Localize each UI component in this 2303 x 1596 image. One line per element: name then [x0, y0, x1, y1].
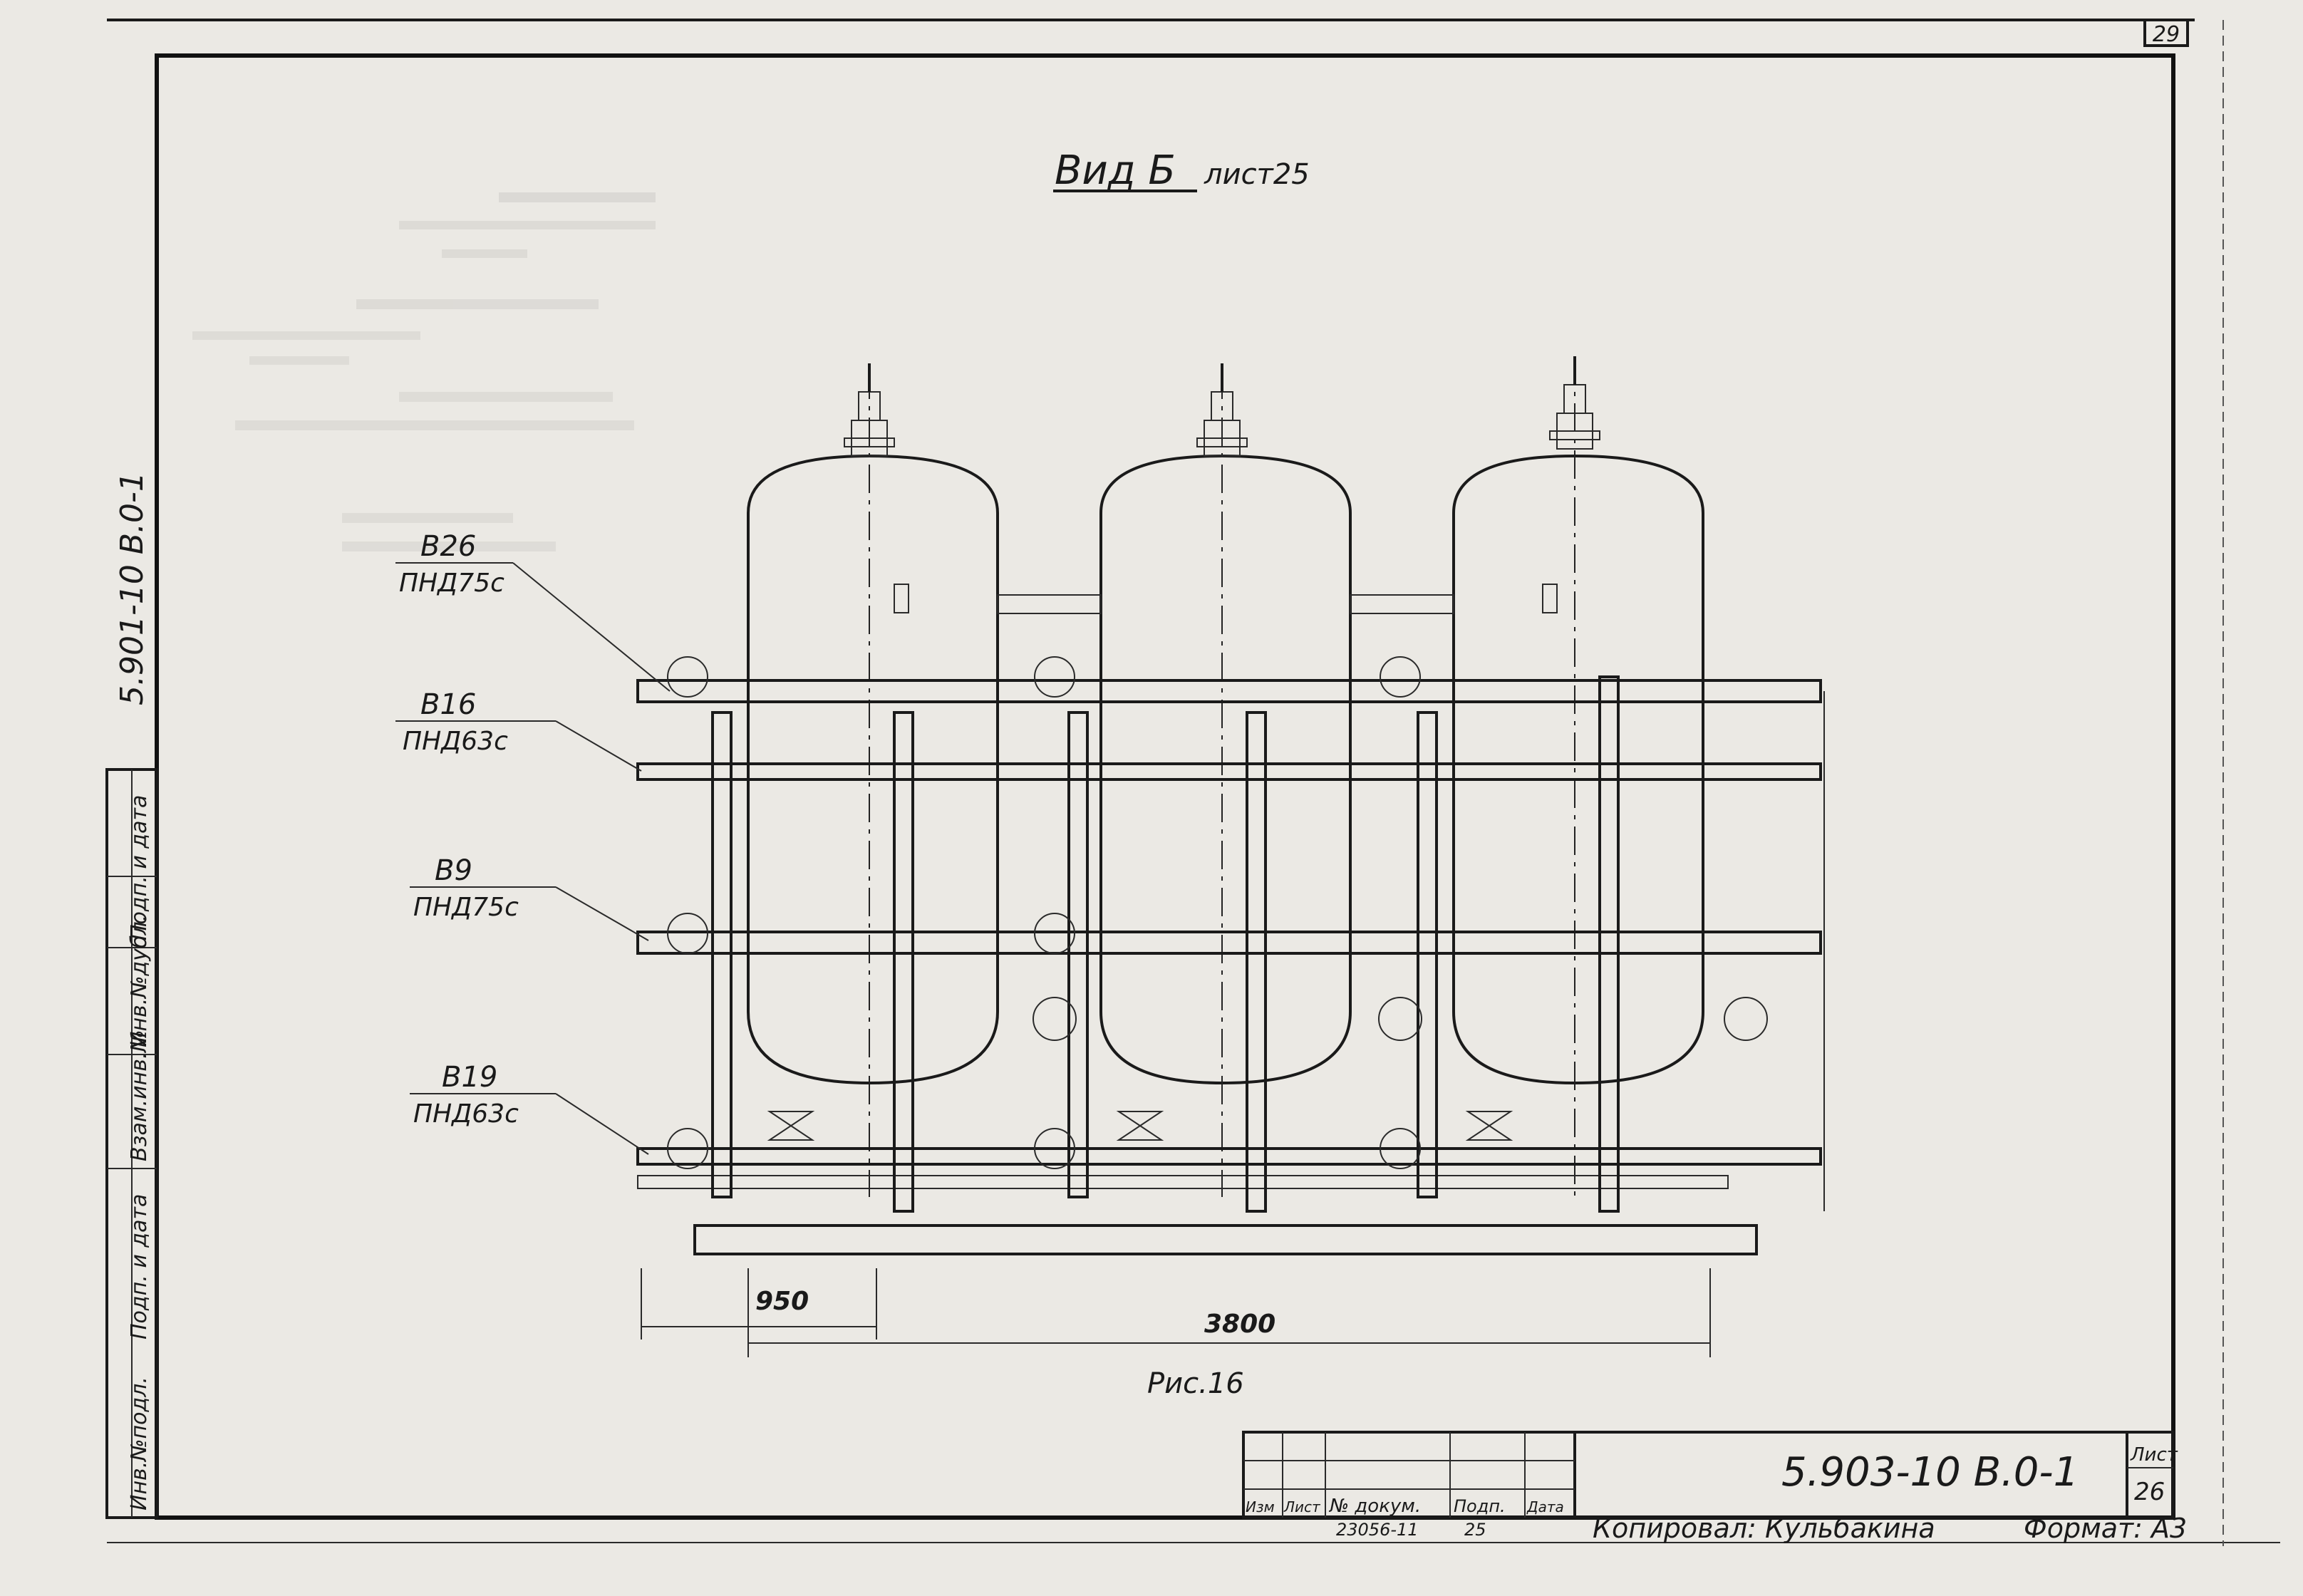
nozzle-connector [1350, 594, 1454, 614]
stamp-field: Инв.№дубл. [127, 915, 152, 1047]
vessel-1 [747, 363, 999, 1197]
vessel-2 [1099, 363, 1352, 1197]
stamp-field: Инв.№подл. [127, 1377, 152, 1510]
figure-caption: Рис.16 [1147, 1367, 1244, 1400]
pipe-code: В26 [420, 530, 476, 563]
base-frame [693, 1224, 1758, 1255]
title-block: Изм Лист № докум. Подп. Дата 5.903-10 В.… [1242, 1431, 2178, 1519]
pipe-code: В9 [435, 854, 472, 887]
stamp-field: Подп. и дата [127, 795, 152, 940]
tb-col: № докум. [1328, 1496, 1421, 1517]
filter-assembly-drawing [636, 356, 1825, 1255]
bottom-valves [767, 997, 1768, 1141]
dimension-overall: 3800 [1204, 1310, 1275, 1339]
pipe-label-leaders [395, 562, 671, 1155]
pipe-label-b9: В9 ПНД75с [413, 854, 519, 922]
tb-sheet-label: Лист [2130, 1444, 2178, 1466]
pipe-code: В19 [442, 1061, 497, 1094]
left-doc-code: 5.901-10 В.0-1 [114, 472, 150, 705]
tb-designation: 5.903-10 В.0-1 [1781, 1449, 2079, 1496]
view-title-text: Вид Б [1055, 147, 1176, 194]
vessel-3 [1452, 356, 1704, 1197]
view-title: Вид Б лист25 [1053, 147, 1310, 194]
pipe-flanges [667, 656, 1421, 1169]
tb-col: Подп. [1454, 1496, 1506, 1516]
tb-doc-number: 23056-11 [1336, 1520, 1419, 1540]
dimension-left: 950 [755, 1287, 809, 1316]
vertical-collectors [711, 675, 1620, 1213]
nozzle-connector [997, 594, 1102, 614]
view-sheet-ref: лист25 [1204, 158, 1310, 191]
bleed-through-marks [192, 192, 656, 551]
tb-col: Изм [1246, 1498, 1275, 1515]
tb-copied-by: Копировал: Кульбакина [1593, 1513, 1935, 1544]
stamp-field: Подп. и дата [127, 1194, 152, 1340]
pipe-code: В16 [420, 688, 476, 721]
pipe-spec: ПНД63с [413, 1099, 519, 1129]
pipe-spec: ПНД63с [403, 727, 508, 756]
tb-col: Лист [1283, 1498, 1321, 1515]
pipe-spec: ПНД75с [413, 893, 519, 922]
tb-doc-sheet: 25 [1464, 1520, 1486, 1540]
pipe-label-b16: В16 ПНД63с [403, 688, 508, 756]
left-stamp-strip: Инв.№подл. Подп. и дата Взам.инв.№ Инв.№… [105, 472, 158, 1519]
sheet-corner-number: 29 [2153, 22, 2180, 47]
dimension-lines: 950 3800 [641, 1268, 1711, 1357]
tb-format: Формат: А3 [2024, 1513, 2187, 1544]
pipe-spec: ПНД75с [399, 569, 504, 598]
pipe-runs [636, 679, 1822, 1189]
pipe-label-b26: В26 ПНД75с [399, 530, 504, 598]
pipe-label-b19: В19 ПНД63с [413, 1061, 519, 1129]
tb-sheet-number: 26 [2134, 1478, 2165, 1506]
stamp-field: Взам.инв.№ [127, 1030, 152, 1161]
tb-col: Дата [1526, 1498, 1564, 1515]
